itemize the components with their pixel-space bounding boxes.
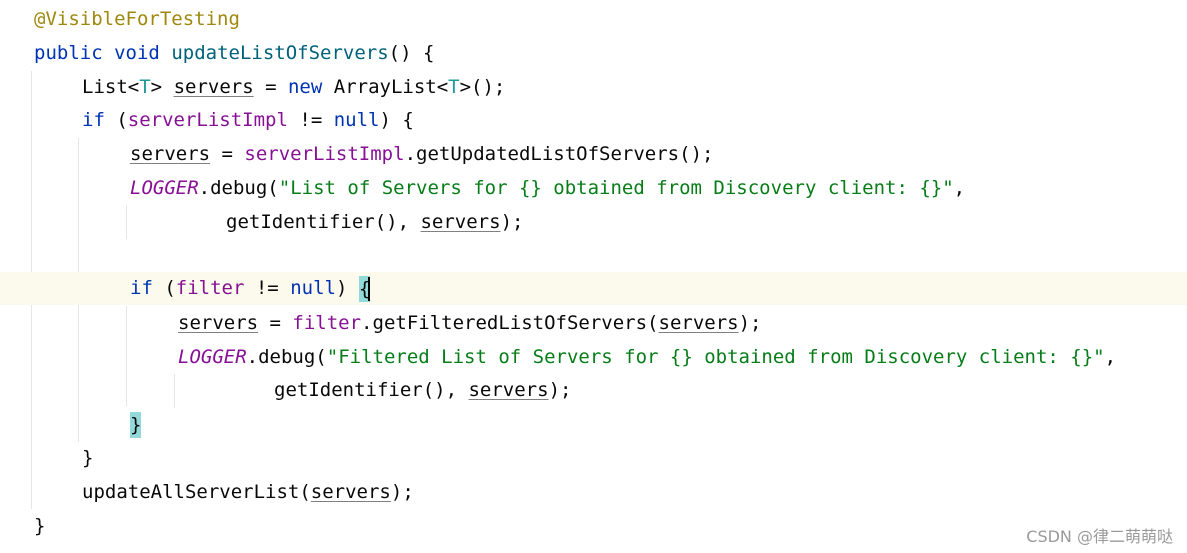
code-line-14: } [82, 447, 94, 469]
keyword-if: if [82, 109, 105, 131]
logger-field: LOGGER [178, 346, 247, 368]
code-line-8 [0, 239, 1187, 272]
code-line-7: getIdentifier(), servers); [226, 211, 524, 233]
code-line-13: } [0, 408, 1187, 441]
text-caret [368, 276, 371, 301]
annotation: @VisibleForTesting [34, 8, 240, 30]
code-line-12: getIdentifier(), servers); [274, 379, 572, 401]
field-filter: filter [292, 312, 362, 334]
method-call: updateAllServerList [82, 481, 300, 503]
field-serverListImpl: serverListImpl [127, 109, 288, 131]
punctuation: () { [388, 42, 435, 64]
method-call: debug [210, 177, 268, 199]
method-call: getUpdatedListOfServers [416, 143, 680, 165]
keyword-void: void [114, 42, 160, 64]
variable-servers: servers [130, 143, 211, 165]
method-call: getIdentifier [226, 211, 375, 233]
code-line-16: } [34, 515, 46, 537]
code-line-10: servers = filter.getFilteredListOfServer… [178, 312, 762, 334]
method-name: updateListOfServers [171, 42, 389, 64]
indent-guide [126, 205, 127, 239]
variable-servers: servers [658, 312, 739, 334]
code-line-5: servers = serverListImpl.getUpdatedListO… [130, 143, 714, 165]
code-line-2: public void updateListOfServers() { [0, 37, 1187, 70]
variable-servers: servers [310, 481, 391, 503]
brace-match-highlight: } [130, 411, 142, 438]
code-line-1: @VisibleForTesting [0, 3, 1187, 36]
indent-guide [126, 306, 127, 406]
logger-field: LOGGER [130, 177, 199, 199]
method-call: getFilteredListOfServers [372, 312, 648, 334]
keyword-if: if [130, 277, 153, 299]
watermark: CSDN @律二萌萌哒 [1026, 527, 1173, 546]
string-literal: "List of Servers for {} obtained from Di… [278, 177, 954, 199]
type-arraylist: ArrayList [333, 76, 437, 98]
keyword-public: public [34, 42, 103, 64]
code-line-15: updateAllServerList(servers); [82, 481, 414, 503]
field-filter: filter [175, 277, 245, 299]
variable-servers: servers [178, 312, 259, 334]
variable-servers: servers [468, 379, 549, 401]
method-call: getIdentifier [274, 379, 423, 401]
type-param: T [448, 76, 460, 98]
variable-servers: servers [173, 76, 254, 98]
type-param: T [139, 76, 151, 98]
code-line-4: if (serverListImpl != null) { [82, 109, 414, 131]
keyword-null: null [333, 109, 380, 131]
keyword-new: new [287, 76, 323, 98]
code-line-11: LOGGER.debug("Filtered List of Servers f… [178, 346, 1117, 368]
code-line-6: LOGGER.debug("List of Servers for {} obt… [130, 177, 966, 199]
variable-servers: servers [420, 211, 501, 233]
code-line-9-current: if (filter != null) { [0, 272, 1187, 305]
brace-match-highlight: { [358, 275, 371, 302]
field-serverListImpl: serverListImpl [244, 143, 405, 165]
method-call: debug [258, 346, 316, 368]
type-list: List [82, 76, 128, 98]
code-line-3: List<T> servers = new ArrayList<T>(); [82, 76, 506, 98]
keyword-null: null [290, 277, 336, 299]
indent-guide [174, 374, 175, 408]
string-literal: "Filtered List of Servers for {} obtaine… [326, 346, 1105, 368]
